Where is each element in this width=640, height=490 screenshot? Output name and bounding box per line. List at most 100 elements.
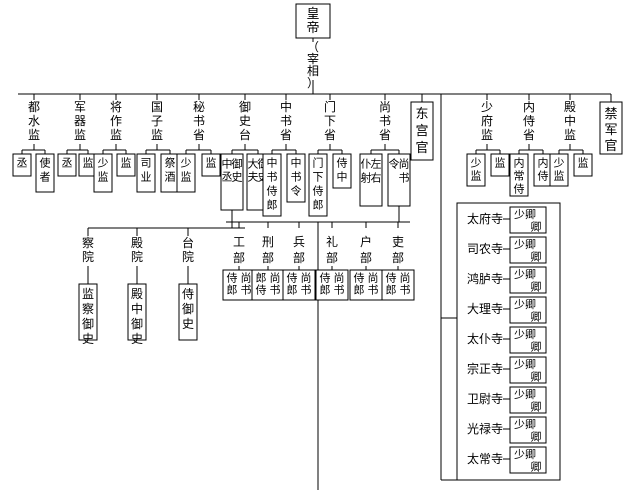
svg-text:御: 御 [131, 316, 143, 331]
svg-text:中: 中 [131, 301, 143, 316]
svg-text:官: 官 [415, 140, 428, 156]
court-official-chief-label: 卿 [531, 280, 542, 293]
svg-text:仆: 仆 [361, 157, 372, 170]
svg-text:监: 监 [554, 169, 565, 182]
svg-text:射: 射 [361, 170, 372, 184]
svg-text:尚: 尚 [301, 270, 312, 284]
court-official-box [509, 296, 547, 324]
svg-text:卿: 卿 [531, 310, 542, 323]
state-affairs-official-box [359, 153, 383, 207]
svg-text:卿: 卿 [531, 460, 542, 473]
court-official-vice-label: 少卿 [514, 268, 536, 281]
ministry-official-label: 侍郎 [287, 271, 298, 296]
right-office-sub-box [490, 153, 510, 177]
svg-text:内: 内 [523, 100, 535, 114]
svg-text:少: 少 [98, 156, 109, 169]
svg-text:门: 门 [324, 99, 336, 114]
svg-text:丞: 丞 [62, 156, 73, 169]
court-official-chief-label: 卿 [531, 400, 542, 413]
svg-text:殿: 殿 [131, 287, 143, 301]
svg-text:监: 监 [181, 170, 192, 183]
svg-text:国: 国 [151, 100, 163, 114]
svg-text:监: 监 [151, 128, 163, 142]
ministry-official-box [315, 269, 349, 301]
chancellery-official-label: 侍中 [337, 156, 348, 183]
directorate-sub-box [57, 153, 77, 177]
svg-text:卿: 卿 [531, 280, 542, 293]
chancellery-label: 门下省 [324, 99, 336, 142]
right-office-label: 殿中监 [564, 100, 576, 142]
court-official-vice-label: 少卿 [514, 388, 536, 401]
svg-text:尚: 尚 [334, 270, 345, 284]
svg-text:少: 少 [181, 156, 192, 169]
svg-text:书: 书 [241, 283, 252, 296]
svg-text:秘: 秘 [193, 100, 205, 114]
court-label: 太仆寺 [467, 331, 503, 346]
svg-text:中: 中 [280, 99, 292, 114]
svg-text:内: 内 [514, 155, 525, 169]
directorate-sub-label: 监 [121, 156, 132, 169]
eastern-palace-label: 东宫官 [415, 107, 428, 156]
right-office-sub-label: 内侍 [538, 155, 549, 182]
court-official-vice-label: 少卿 [514, 298, 536, 311]
svg-text:下: 下 [324, 114, 336, 128]
emperor-label: 皇帝 [306, 7, 319, 36]
court-official-box [509, 416, 547, 444]
svg-text:右: 右 [371, 170, 382, 184]
ministry-official-box [251, 269, 285, 301]
svg-text:省: 省 [280, 128, 292, 142]
svg-text:下: 下 [313, 170, 324, 183]
svg-text:侍: 侍 [267, 184, 278, 197]
ministry-official-label: 尚书 [400, 270, 411, 296]
court-official-vice-label: 少卿 [514, 448, 536, 461]
svg-text:书: 书 [193, 114, 205, 128]
svg-text:帝: 帝 [306, 20, 319, 36]
directorate-sub-label: 少监 [98, 156, 109, 183]
censorate-court-official-box [127, 283, 147, 341]
svg-text:御: 御 [182, 301, 194, 316]
svg-text:书: 书 [270, 283, 281, 296]
court-official-chief-label: 卿 [531, 460, 542, 473]
censorate-court-label: 台院 [182, 235, 194, 264]
svg-text:史: 史 [131, 332, 143, 346]
court-label: 大理寺 [467, 302, 503, 316]
svg-text:院: 院 [182, 250, 194, 264]
court-official-chief-label: 卿 [531, 250, 542, 263]
svg-text:使: 使 [40, 156, 51, 169]
svg-text:监: 监 [28, 128, 40, 142]
svg-text:监: 监 [495, 156, 506, 169]
svg-text:工: 工 [233, 235, 245, 249]
svg-text:侍: 侍 [182, 287, 194, 301]
court-official-vice-label: 少卿 [514, 358, 536, 371]
svg-text:宫: 宫 [415, 124, 428, 139]
court-label: 光禄寺 [467, 421, 503, 436]
svg-text:府: 府 [481, 113, 493, 128]
svg-text:尚: 尚 [368, 270, 379, 284]
ministry-label: 吏部 [392, 234, 404, 265]
ministry-label: 礼部 [326, 234, 338, 265]
svg-text:子: 子 [151, 114, 163, 128]
svg-text:侍: 侍 [256, 283, 267, 296]
directorate-label: 都水监 [28, 100, 40, 142]
svg-text:监: 监 [578, 156, 589, 169]
censorate-court-label: 察院 [82, 236, 94, 264]
svg-text:少: 少 [554, 156, 565, 169]
ministry-official-box [381, 269, 415, 301]
state-affairs-official-label: 尚书令 [389, 156, 410, 184]
directorate-sub-label: 使者 [40, 156, 51, 183]
svg-text:常: 常 [514, 169, 525, 182]
directorate-sub-label: 少监 [181, 156, 192, 183]
svg-text:台: 台 [239, 127, 251, 142]
svg-text:令: 令 [291, 183, 302, 197]
svg-text:殿: 殿 [131, 236, 143, 250]
svg-text:郎: 郎 [320, 282, 331, 296]
directorate-sub-label: 监 [206, 156, 217, 169]
court-label: 司农寺 [467, 242, 503, 256]
svg-text:侍: 侍 [287, 271, 298, 284]
svg-text:尚: 尚 [400, 270, 411, 284]
